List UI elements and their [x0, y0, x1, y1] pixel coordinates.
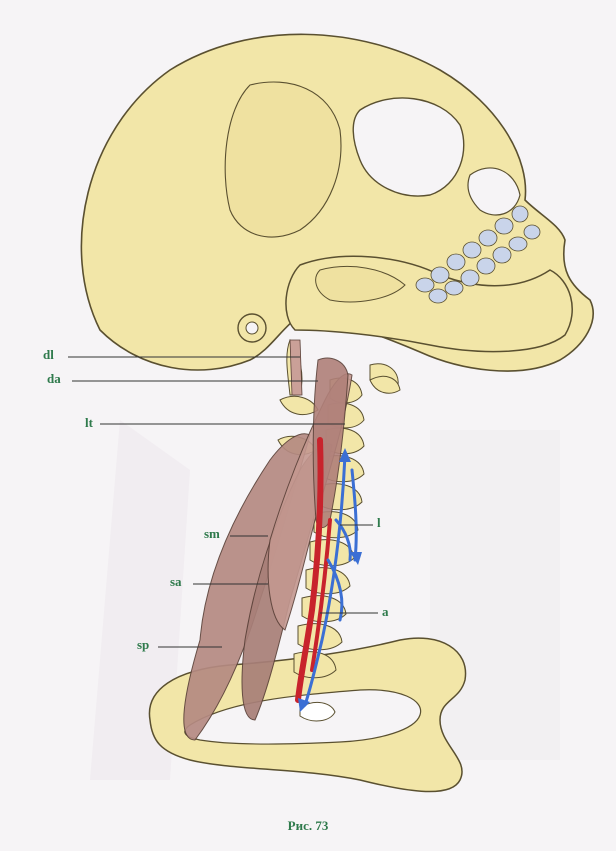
muscle-dl: [289, 339, 303, 396]
label-da: da: [47, 371, 61, 386]
label-sp: sp: [137, 637, 150, 652]
neck-muscles: [183, 339, 353, 741]
label-lt: lt: [85, 415, 93, 430]
leader-lines: [68, 356, 378, 648]
label-sa: sa: [170, 574, 182, 589]
label-a: a: [382, 604, 389, 619]
skull: [80, 33, 594, 396]
artery: [295, 437, 332, 703]
nerves: [298, 448, 362, 712]
figure-caption: Рис. 73: [287, 818, 329, 833]
label-l: l: [377, 515, 381, 530]
label-dl: dl: [43, 347, 54, 362]
label-sm: sm: [204, 526, 220, 541]
teeth: [415, 205, 541, 304]
